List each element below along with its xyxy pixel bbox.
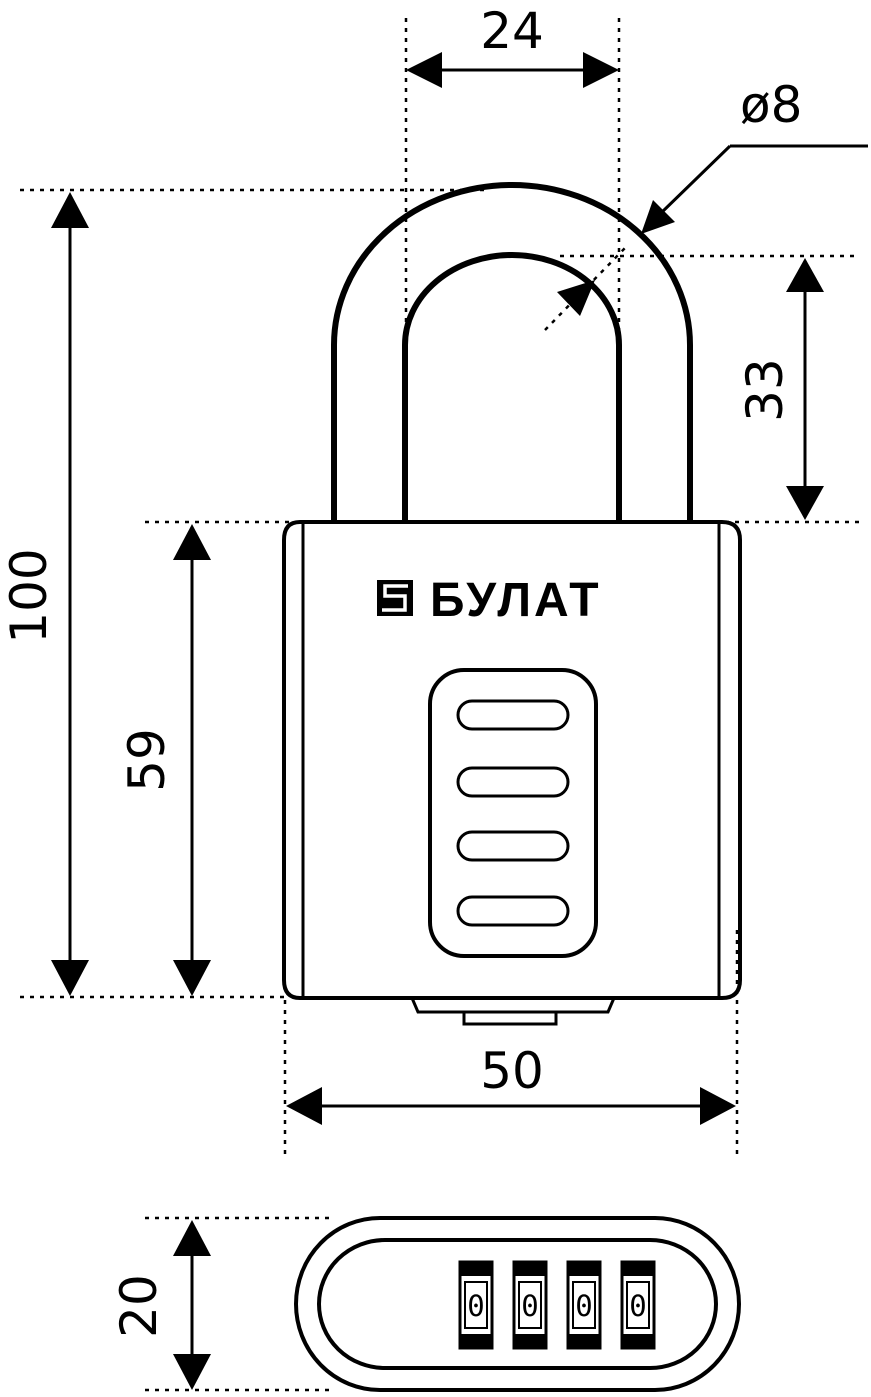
dimension-shackle-diameter: ø8 <box>557 76 868 316</box>
combination-window <box>428 668 598 958</box>
dimension-label-thickness: 20 <box>110 1274 168 1338</box>
dimension-label-body-width: 50 <box>480 1042 544 1100</box>
combination-wheel: 0 <box>458 1260 494 1350</box>
dimension-label-shackle-diameter: ø8 <box>740 76 802 134</box>
dimension-label-total-height: 100 <box>0 548 58 643</box>
combination-wheel: 0 <box>620 1260 656 1350</box>
combination-wheel: 0 <box>512 1260 548 1350</box>
dimension-label-body-height: 59 <box>118 728 176 792</box>
brand-name: БУЛАТ <box>430 574 602 627</box>
dimension-label-width-top: 24 <box>480 2 544 60</box>
dimension-body-height: 59 <box>118 524 211 996</box>
bulat-logo-icon <box>377 580 413 616</box>
shackle <box>331 182 693 522</box>
combination-digit: 0 <box>629 1289 646 1323</box>
dimension-width-top: 24 <box>406 2 619 88</box>
combination-digit: 0 <box>467 1289 484 1323</box>
extension-lines <box>20 18 860 1392</box>
combination-digit: 0 <box>575 1289 592 1323</box>
dimension-total-height: 100 <box>0 192 89 996</box>
bottom-view: 0 0 0 0 <box>294 1216 741 1392</box>
combination-wheels: 0 0 0 0 <box>458 1260 656 1350</box>
lock-body <box>282 520 742 1026</box>
combination-wheel: 0 <box>566 1260 602 1350</box>
dimension-thickness: 20 <box>110 1220 211 1390</box>
combination-digit: 0 <box>521 1289 538 1323</box>
dimension-body-width: 50 <box>286 1042 736 1125</box>
dimension-label-shackle-clearance: 33 <box>736 358 794 422</box>
dimension-shackle-clearance: 33 <box>736 258 824 520</box>
